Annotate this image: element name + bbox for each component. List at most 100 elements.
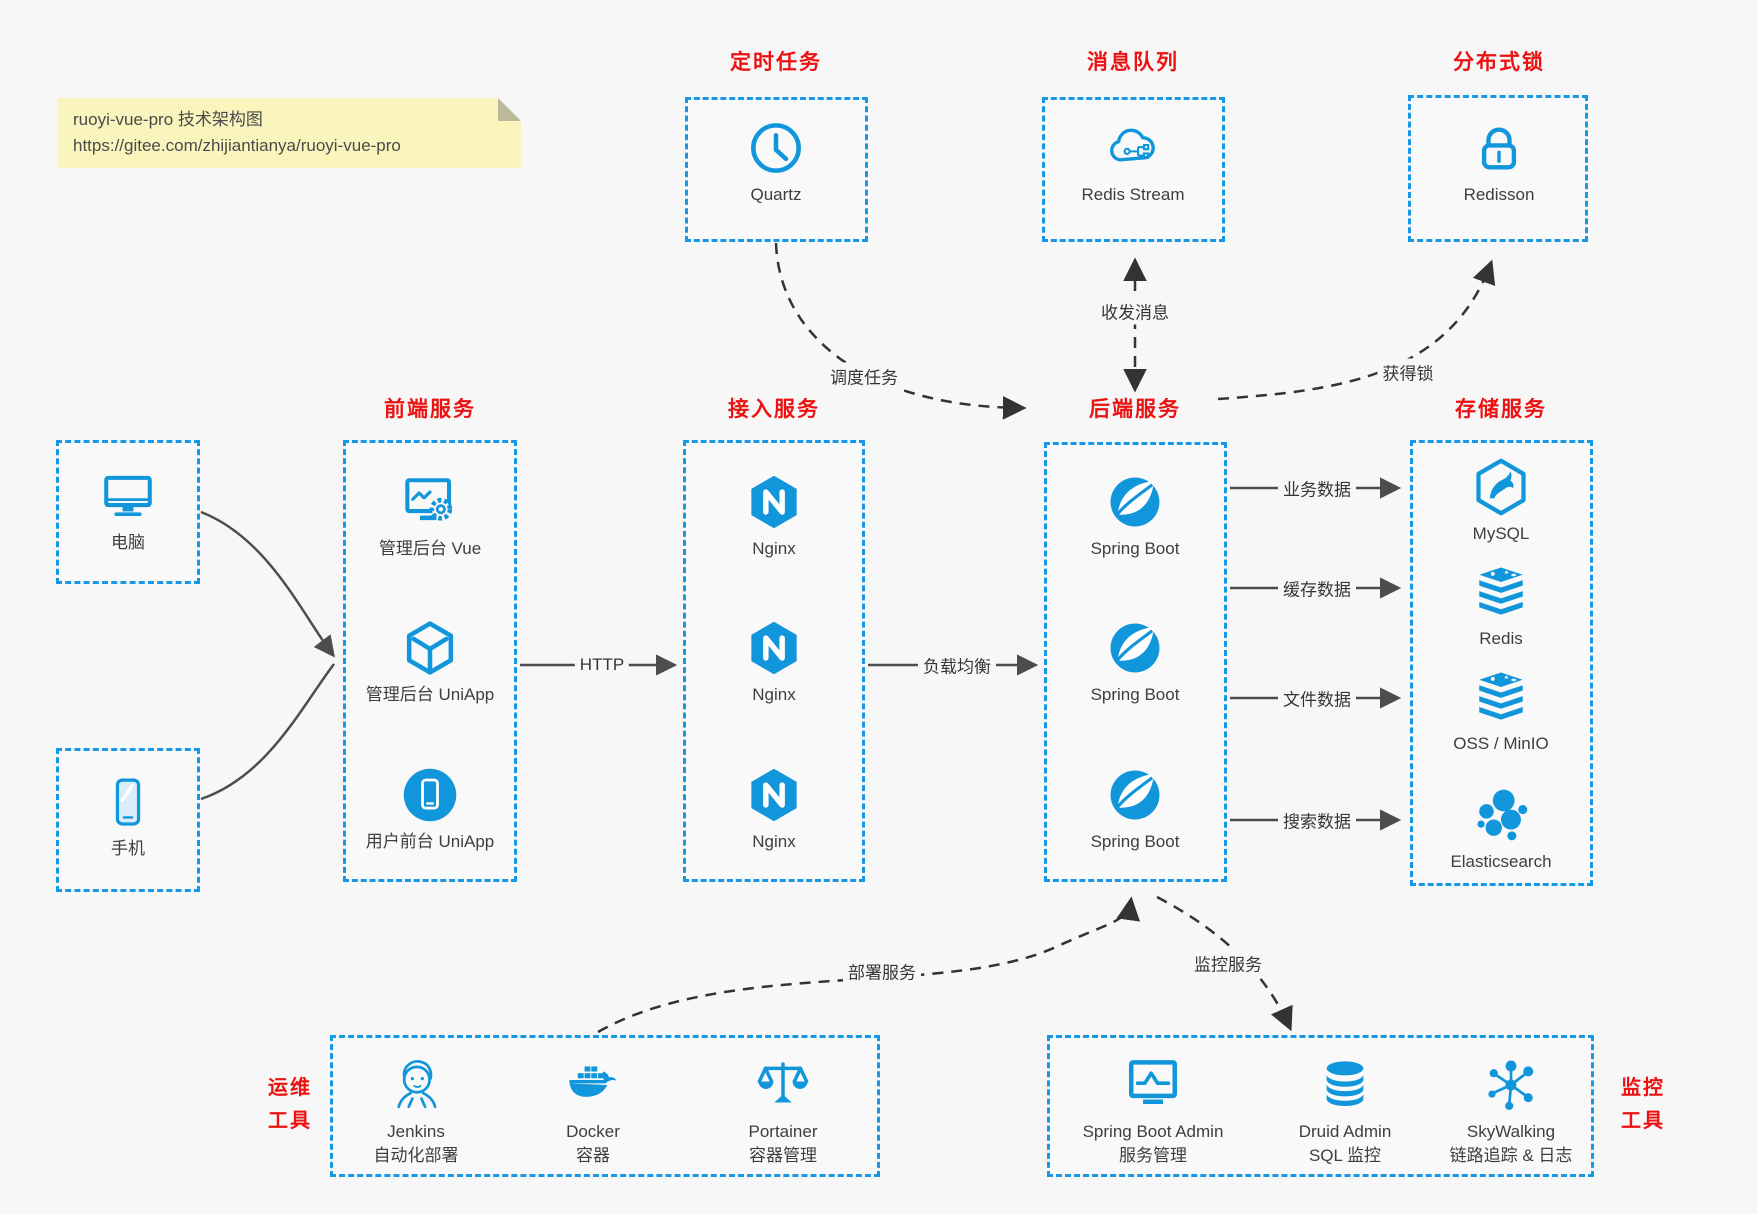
spring-boot-icon bbox=[1110, 770, 1160, 820]
title-message-queue: 消息队列 bbox=[1087, 51, 1179, 74]
node-jenkins: Jenkins 自动化部署 bbox=[331, 1054, 501, 1168]
arrow-computer-to-frontend bbox=[200, 510, 335, 658]
node-label: Spring Boot Admin bbox=[1082, 1122, 1224, 1141]
node-sublabel: 链路追踪 & 日志 bbox=[1449, 1146, 1573, 1165]
group-monitor-tools bbox=[1047, 1035, 1594, 1177]
node-sublabel: 服务管理 bbox=[1119, 1146, 1187, 1165]
edge-label-acquire-lock: 获得锁 bbox=[1377, 358, 1439, 386]
node-elasticsearch: Elasticsearch bbox=[1416, 784, 1586, 874]
node-label: Jenkins bbox=[387, 1122, 445, 1141]
nginx-icon bbox=[751, 621, 797, 675]
node-admin-vue: 管理后台 Vue bbox=[345, 471, 515, 561]
ops-tools-side-label: 运维 工具 bbox=[268, 1077, 312, 1132]
title-storage: 存储服务 bbox=[1455, 398, 1547, 421]
node-nginx-3: Nginx bbox=[689, 764, 859, 854]
arrow-acquire-lock bbox=[1217, 259, 1496, 401]
node-label: Portainer bbox=[748, 1122, 818, 1141]
desktop-icon bbox=[104, 475, 152, 516]
elasticsearch-icon bbox=[1477, 789, 1528, 841]
druid-icon bbox=[1326, 1061, 1364, 1106]
edge-label-deploy: 部署服务 bbox=[843, 957, 921, 985]
node-label: Redis Stream bbox=[1081, 185, 1185, 204]
group-distributed-lock bbox=[1408, 95, 1588, 242]
nginx-icon bbox=[751, 768, 797, 822]
client-computer-box bbox=[56, 440, 200, 584]
node-user-uniapp: 用户前台 UniApp bbox=[345, 764, 515, 854]
node-admin-uniapp: 管理后台 UniApp bbox=[345, 617, 515, 707]
node-nginx-2: Nginx bbox=[689, 617, 859, 707]
node-nginx-1: Nginx bbox=[689, 471, 859, 561]
node-mysql: MySQL bbox=[1416, 456, 1586, 546]
title-backend: 后端服务 bbox=[1089, 398, 1181, 421]
title-frontend: 前端服务 bbox=[384, 398, 476, 421]
user-app-icon bbox=[403, 768, 457, 822]
node-redisson: Redisson bbox=[1414, 117, 1584, 207]
node-druid-admin: Druid Admin SQL 监控 bbox=[1260, 1054, 1430, 1168]
node-label: Nginx bbox=[752, 832, 796, 851]
node-skywalking: SkyWalking 链路追踪 & 日志 bbox=[1426, 1054, 1596, 1168]
portainer-icon bbox=[757, 1062, 809, 1103]
docker-icon bbox=[569, 1066, 617, 1097]
edge-label-messages: 收发消息 bbox=[1096, 297, 1174, 325]
node-label: 管理后台 UniApp bbox=[365, 685, 495, 704]
title-distributed-lock: 分布式锁 bbox=[1453, 51, 1545, 74]
node-sublabel: 容器 bbox=[576, 1146, 610, 1165]
node-oss-minio: OSS / MinIO bbox=[1416, 666, 1586, 756]
group-message-queue bbox=[1042, 97, 1225, 242]
node-label: 管理后台 Vue bbox=[378, 539, 482, 558]
spring-boot-icon bbox=[1110, 477, 1160, 527]
node-label: Spring Boot bbox=[1090, 832, 1180, 851]
spring-boot-icon bbox=[1110, 623, 1160, 673]
node-label: MySQL bbox=[1472, 524, 1530, 543]
admin-vue-icon bbox=[405, 478, 453, 521]
node-label: 电脑 bbox=[111, 533, 145, 552]
nginx-icon bbox=[751, 475, 797, 529]
oss-minio-icon bbox=[1479, 672, 1523, 720]
clock-icon bbox=[751, 123, 801, 173]
node-spring-boot-2: Spring Boot bbox=[1050, 617, 1220, 707]
node-label: Spring Boot bbox=[1090, 539, 1180, 558]
group-ops-tools bbox=[330, 1035, 880, 1177]
node-label: Quartz bbox=[750, 185, 802, 204]
edge-label-file-data: 文件数据 bbox=[1278, 684, 1356, 712]
node-label: Nginx bbox=[752, 539, 796, 558]
node-spring-boot-1: Spring Boot bbox=[1050, 471, 1220, 561]
edge-label-load-balance: 负载均衡 bbox=[918, 651, 996, 679]
node-quartz: Quartz bbox=[691, 117, 861, 207]
node-sublabel: 自动化部署 bbox=[373, 1146, 459, 1165]
message-cloud-icon bbox=[1110, 128, 1155, 162]
node-sublabel: SQL 监控 bbox=[1308, 1146, 1382, 1165]
node-docker: Docker 容器 bbox=[508, 1054, 678, 1168]
node-label: Redis bbox=[1479, 629, 1523, 648]
arrow-phone-to-frontend bbox=[200, 663, 335, 801]
node-redis: Redis bbox=[1416, 561, 1586, 651]
note-title: ruoyi-vue-pro 技术架构图 bbox=[73, 110, 263, 129]
lock-icon bbox=[1481, 127, 1517, 170]
edge-label-search-data: 搜索数据 bbox=[1278, 806, 1356, 834]
mysql-icon bbox=[1476, 458, 1526, 516]
node-label: Druid Admin bbox=[1298, 1122, 1392, 1141]
node-spring-boot-3: Spring Boot bbox=[1050, 764, 1220, 854]
uniapp-cube-icon bbox=[406, 621, 454, 675]
node-label: Docker bbox=[566, 1122, 620, 1141]
edge-label-http: HTTP bbox=[574, 654, 630, 676]
node-portainer: Portainer 容器管理 bbox=[698, 1054, 868, 1168]
edge-label-cache-data: 缓存数据 bbox=[1278, 574, 1356, 602]
edge-label-schedule-task: 调度任务 bbox=[825, 362, 903, 390]
phone-icon bbox=[115, 778, 141, 826]
node-phone: 手机 bbox=[43, 771, 213, 861]
node-redis-stream: Redis Stream bbox=[1048, 117, 1218, 207]
edge-label-biz-data: 业务数据 bbox=[1278, 474, 1356, 502]
node-spring-boot-admin: Spring Boot Admin 服务管理 bbox=[1068, 1054, 1238, 1168]
sticky-note: ruoyi-vue-pro 技术架构图 https://gitee.com/zh… bbox=[57, 98, 521, 168]
edge-label-monitor: 监控服务 bbox=[1189, 949, 1267, 977]
title-gateway: 接入服务 bbox=[728, 398, 820, 421]
node-label: OSS / MinIO bbox=[1453, 734, 1549, 753]
node-label: Spring Boot bbox=[1090, 685, 1180, 704]
node-label: Elasticsearch bbox=[1450, 852, 1552, 871]
title-scheduled-task: 定时任务 bbox=[730, 51, 822, 74]
node-computer: 电脑 bbox=[43, 465, 213, 555]
monitor-tools-side-label: 监控 工具 bbox=[1621, 1077, 1665, 1132]
node-label: 手机 bbox=[111, 839, 145, 858]
